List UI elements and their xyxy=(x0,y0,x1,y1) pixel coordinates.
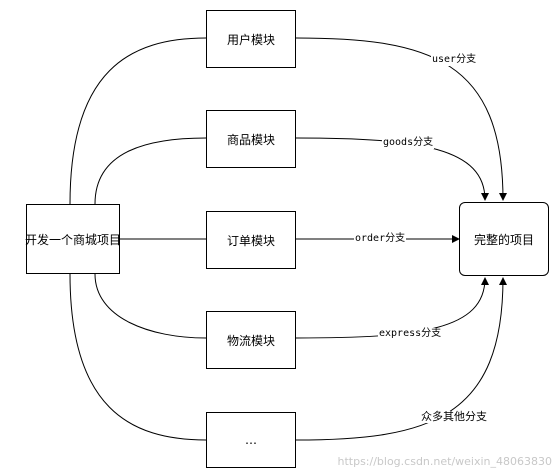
connector-goods-to-result xyxy=(295,137,489,201)
goods-module-label: 商品模块 xyxy=(226,132,275,147)
watermark: https://blog.csdn.net/weixin_48063830 xyxy=(337,455,552,468)
edge-label-goods-branch: goods分支 xyxy=(382,137,435,149)
more-module-node: … xyxy=(206,412,296,468)
order-module-node: 订单模块 xyxy=(206,211,296,269)
order-module-label: 订单模块 xyxy=(226,233,275,248)
edge-label-other-branch-text: 众多其他分支 xyxy=(421,410,487,423)
start-node-label: 开发一个商城项目 xyxy=(25,232,122,247)
connector-start-to-more xyxy=(69,273,207,441)
logistics-module-label: 物流模块 xyxy=(226,333,275,348)
connector-start-to-logistics xyxy=(94,273,207,339)
edge-label-order-branch: order分支 xyxy=(354,233,407,245)
edge-label-user-branch: user分支 xyxy=(431,54,478,66)
logistics-module-node: 物流模块 xyxy=(206,311,296,369)
edge-label-express-branch: express分支 xyxy=(378,328,443,340)
edge-label-goods-branch-text: goods分支 xyxy=(383,137,434,148)
goods-module-node: 商品模块 xyxy=(206,110,296,168)
user-module-label: 用户模块 xyxy=(226,32,275,47)
result-node: 完整的项目 xyxy=(459,202,549,276)
connector-start-to-user xyxy=(69,37,207,205)
connector-logistics-to-result xyxy=(295,277,489,339)
start-node: 开发一个商城项目 xyxy=(25,204,122,274)
edge-label-express-branch-text: express分支 xyxy=(379,328,442,339)
result-node-label: 完整的项目 xyxy=(473,232,534,247)
edge-label-order-branch-text: order分支 xyxy=(355,233,406,244)
user-module-node: 用户模块 xyxy=(206,10,296,68)
edge-label-other-branch: 众多其他分支 xyxy=(420,411,488,423)
connector-user-to-result xyxy=(295,37,507,201)
edge-label-user-branch-text: user分支 xyxy=(432,54,477,65)
more-module-label: … xyxy=(245,433,257,447)
connector-start-to-goods xyxy=(94,137,207,205)
